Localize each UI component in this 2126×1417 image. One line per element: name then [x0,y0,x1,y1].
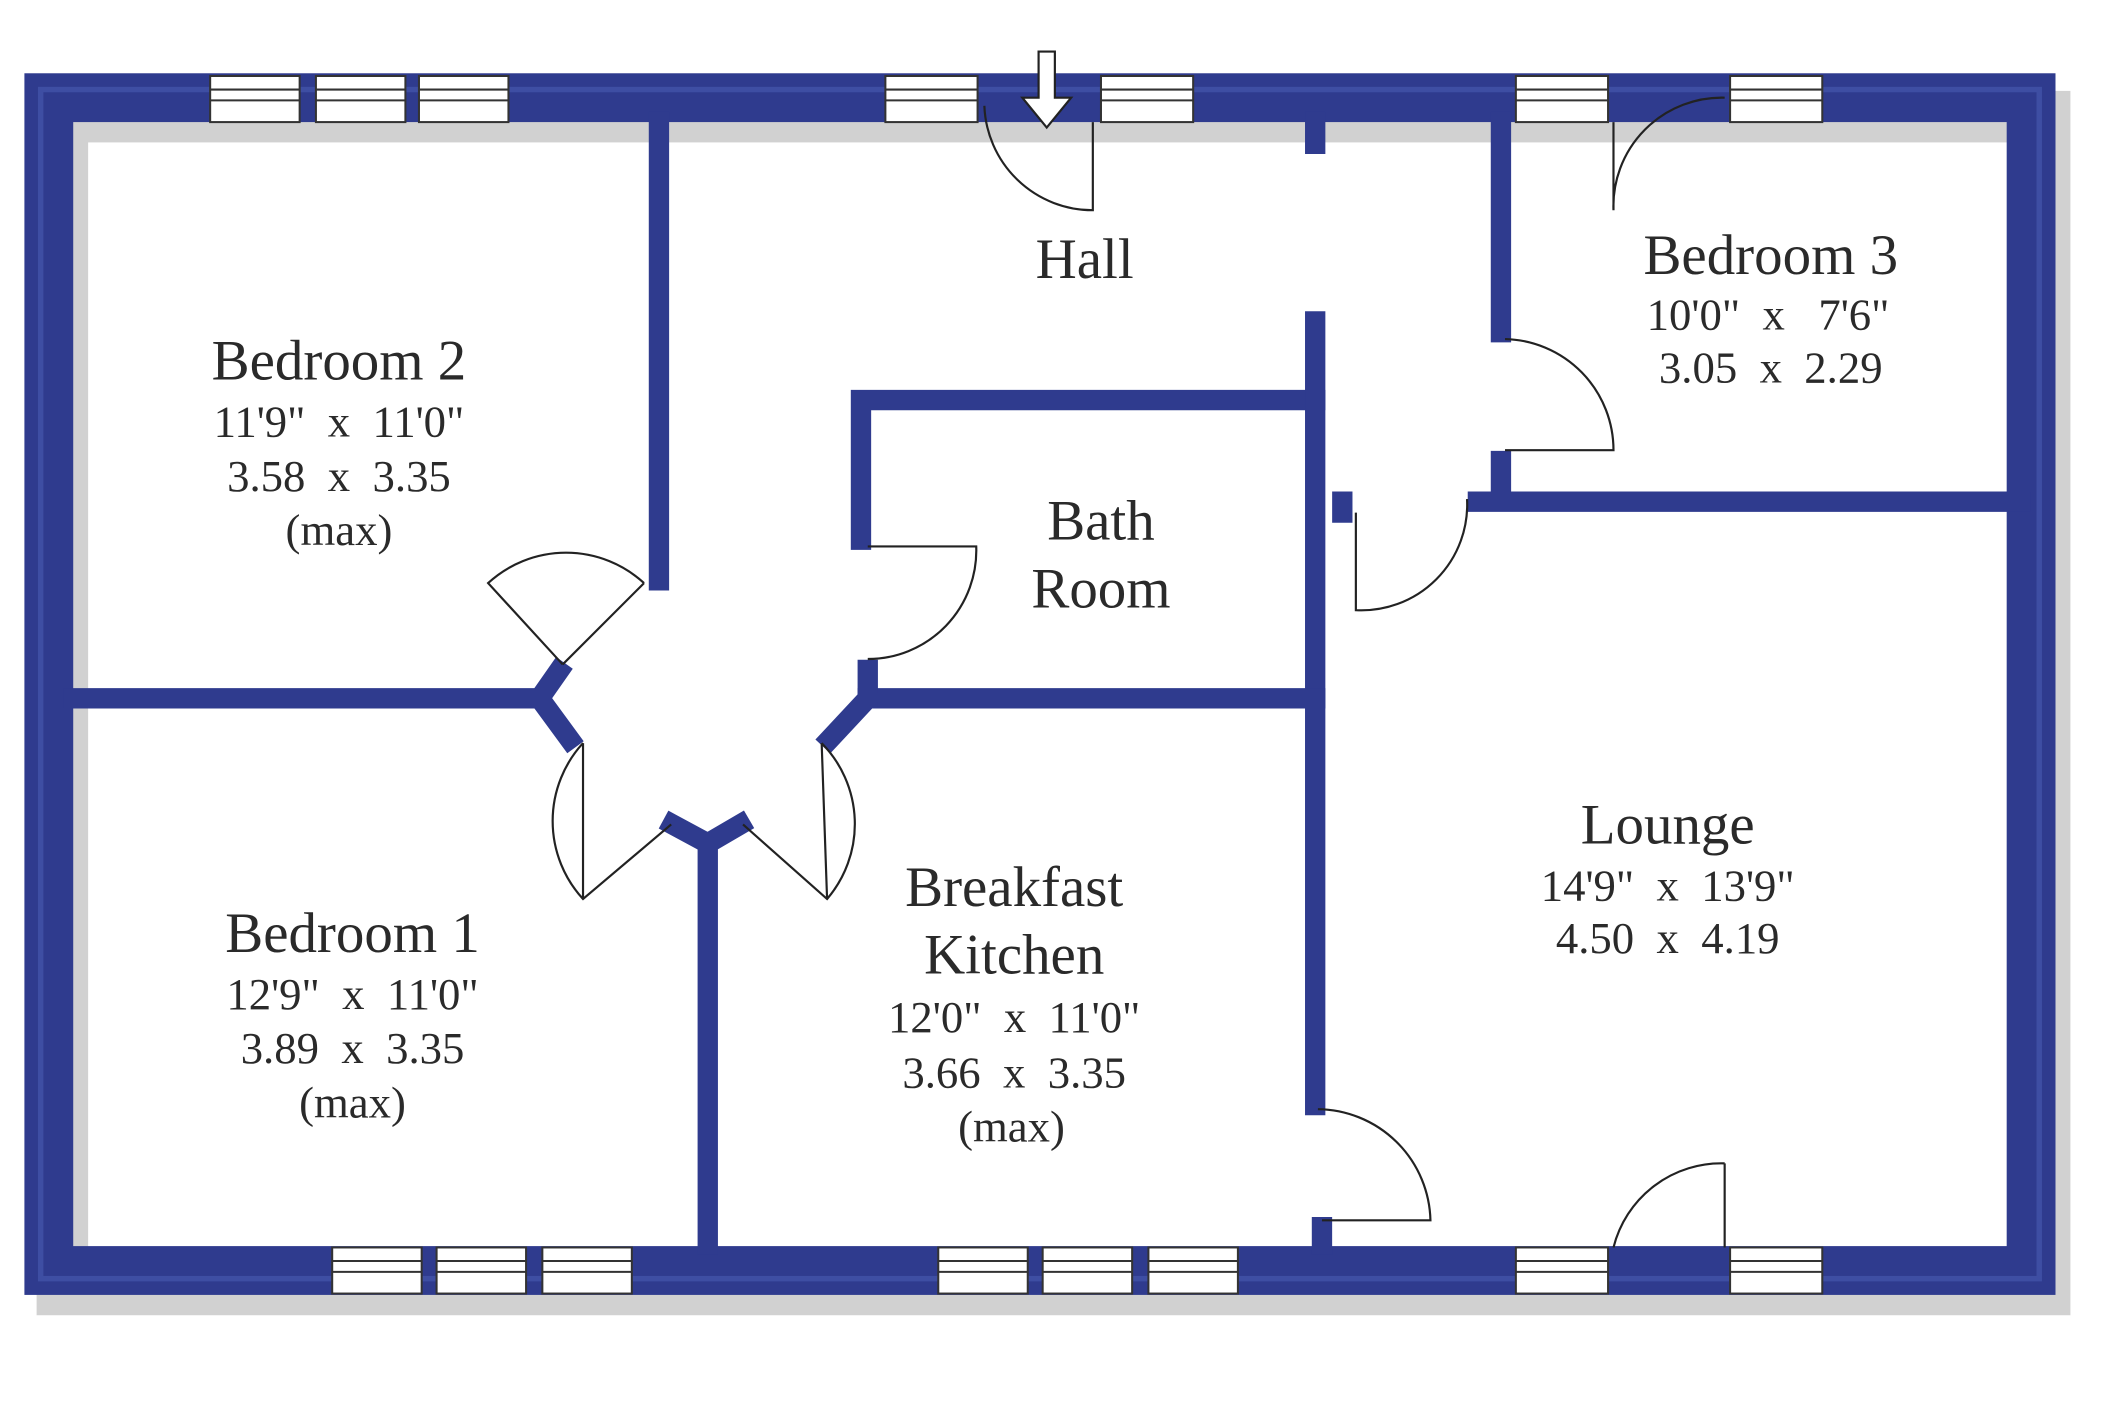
room-labels: Hall Bedroom 2 11'9" x 11'0" 3.58 x 3.35… [212,224,1898,1152]
kitchen-door [742,742,856,901]
window [1099,74,1195,124]
bathroom-door [867,545,978,661]
front-door [983,105,1094,212]
hall-label: Hall [1036,228,1134,291]
window [209,74,301,124]
window [435,1246,528,1295]
doors [486,96,1726,1248]
bedroom2-label: Bedroom 2 [212,330,467,393]
bedroom3-metric: 3.05 x 2.29 [1659,342,1883,392]
kitchen-note: (max) [958,1102,1065,1152]
kitchen-label-line1: Breakfast [905,856,1123,919]
bedroom1-label: Bedroom 1 [225,902,480,965]
window [1729,74,1824,124]
bath-label-line1: Bath [1047,490,1155,553]
lounge-door [1612,1162,1726,1248]
bedroom3-label: Bedroom 3 [1643,224,1898,287]
bedroom3-imperial: 10'0" x 7'6" [1647,290,1890,340]
kitchen-label-line2: Kitchen [924,924,1104,987]
window [331,1246,423,1295]
window [541,1246,633,1295]
window [1729,1246,1824,1295]
lounge-imperial: 14'9" x 13'9" [1541,860,1795,910]
bedroom1-door [551,742,672,901]
bedroom3-door [1504,337,1615,452]
kitchen-metric: 3.66 x 3.35 [902,1047,1126,1097]
window [1514,1246,1610,1295]
window [1041,1246,1134,1295]
kitchen-imperial: 12'0" x 11'0" [888,992,1140,1042]
lounge-hall-door [1354,498,1469,612]
internal-walls [63,111,2031,1255]
window [1514,74,1610,124]
window [884,74,979,124]
window [937,1246,1029,1295]
bedroom3-hall-door [1612,96,1725,211]
bath-label-line2: Room [1031,557,1170,620]
bedroom1-metric: 3.89 x 3.35 [241,1023,465,1073]
window [1147,1246,1239,1295]
bedroom2-imperial: 11'9" x 11'0" [214,397,465,447]
bedroom2-door [486,551,645,666]
bedroom2-note: (max) [286,505,393,555]
bedroom1-imperial: 12'9" x 11'0" [226,969,478,1019]
down-arrow-icon [1020,50,1074,130]
window [417,74,510,124]
lounge-metric: 4.50 x 4.19 [1556,913,1780,963]
bedroom2-metric: 3.58 x 3.35 [227,451,451,501]
kitchen-lounge-door [1317,1108,1432,1222]
lounge-label: Lounge [1581,793,1755,856]
windows [209,74,1824,1295]
window [314,74,407,124]
bedroom1-note: (max) [299,1077,406,1127]
